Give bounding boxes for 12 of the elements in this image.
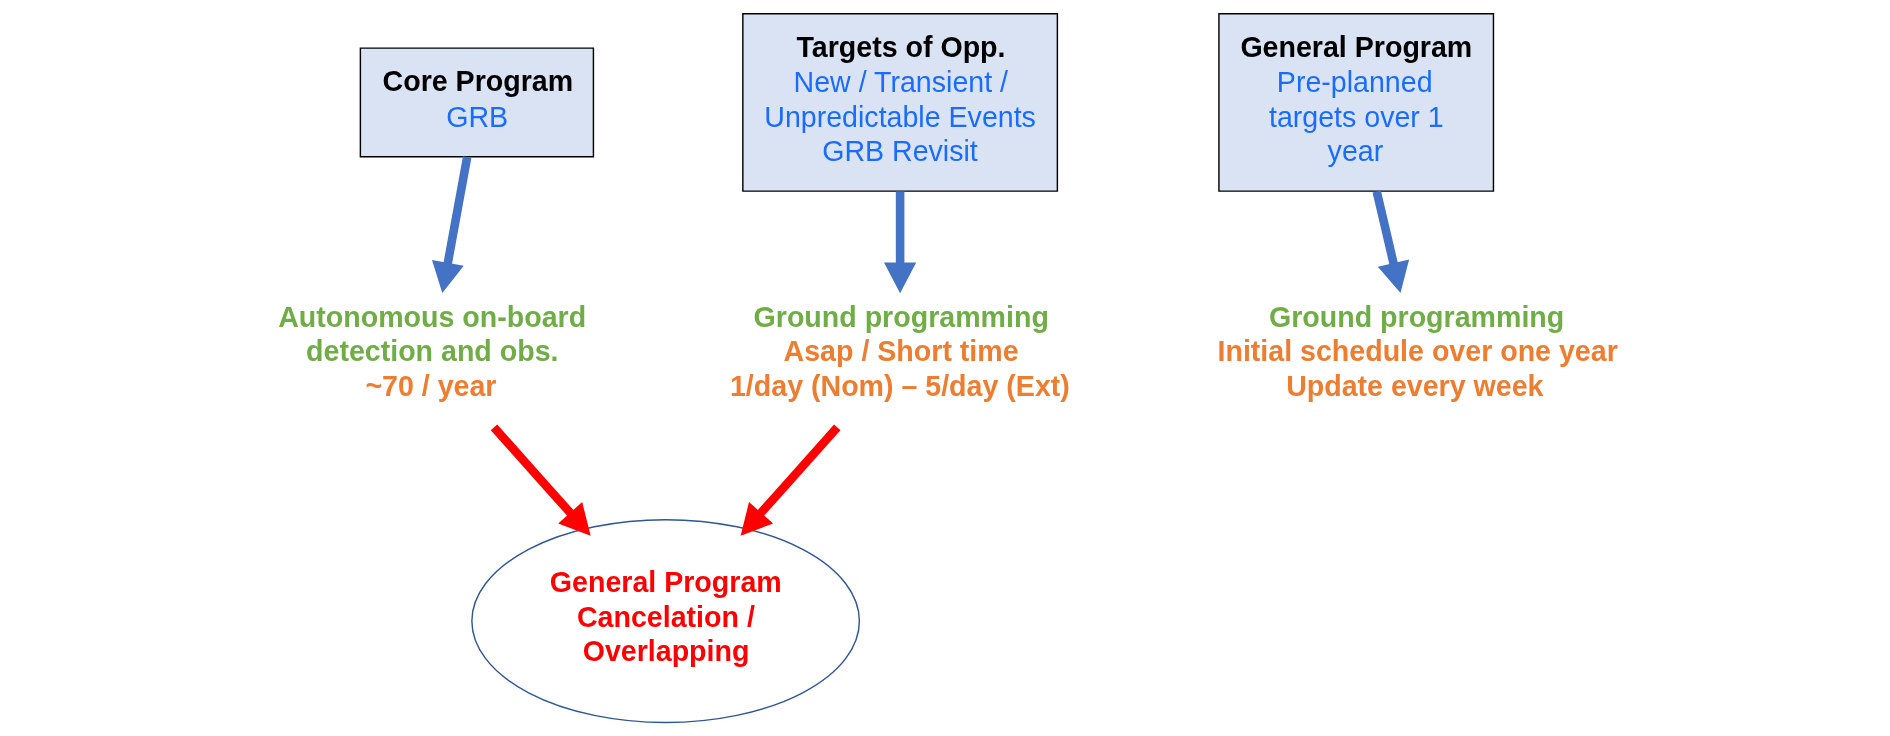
node-box: General Program Pre-planned targets over 1 year [1217,13,1494,192]
node-box: Core Program GRB [359,47,594,158]
node-text: Ground programming Asap / Short time 1/day (Nom) – 5/day (Ext) [729,300,1070,402]
node-text: Autonomous on-board detection and obs. ~70 / year [277,300,586,402]
node-box: Targets of Opp. New / Transient / Unpredictable Events GRB Revisit [741,13,1058,192]
arrow [883,191,916,294]
arrow [490,424,591,536]
arrow [431,156,471,294]
node-text: Ground programming Initial schedule over one year Update every week [1217,300,1618,402]
arrow [740,424,840,536]
arrow [1372,190,1409,293]
node-ellipse: General Program Cancelation / Overlapping [470,518,860,724]
